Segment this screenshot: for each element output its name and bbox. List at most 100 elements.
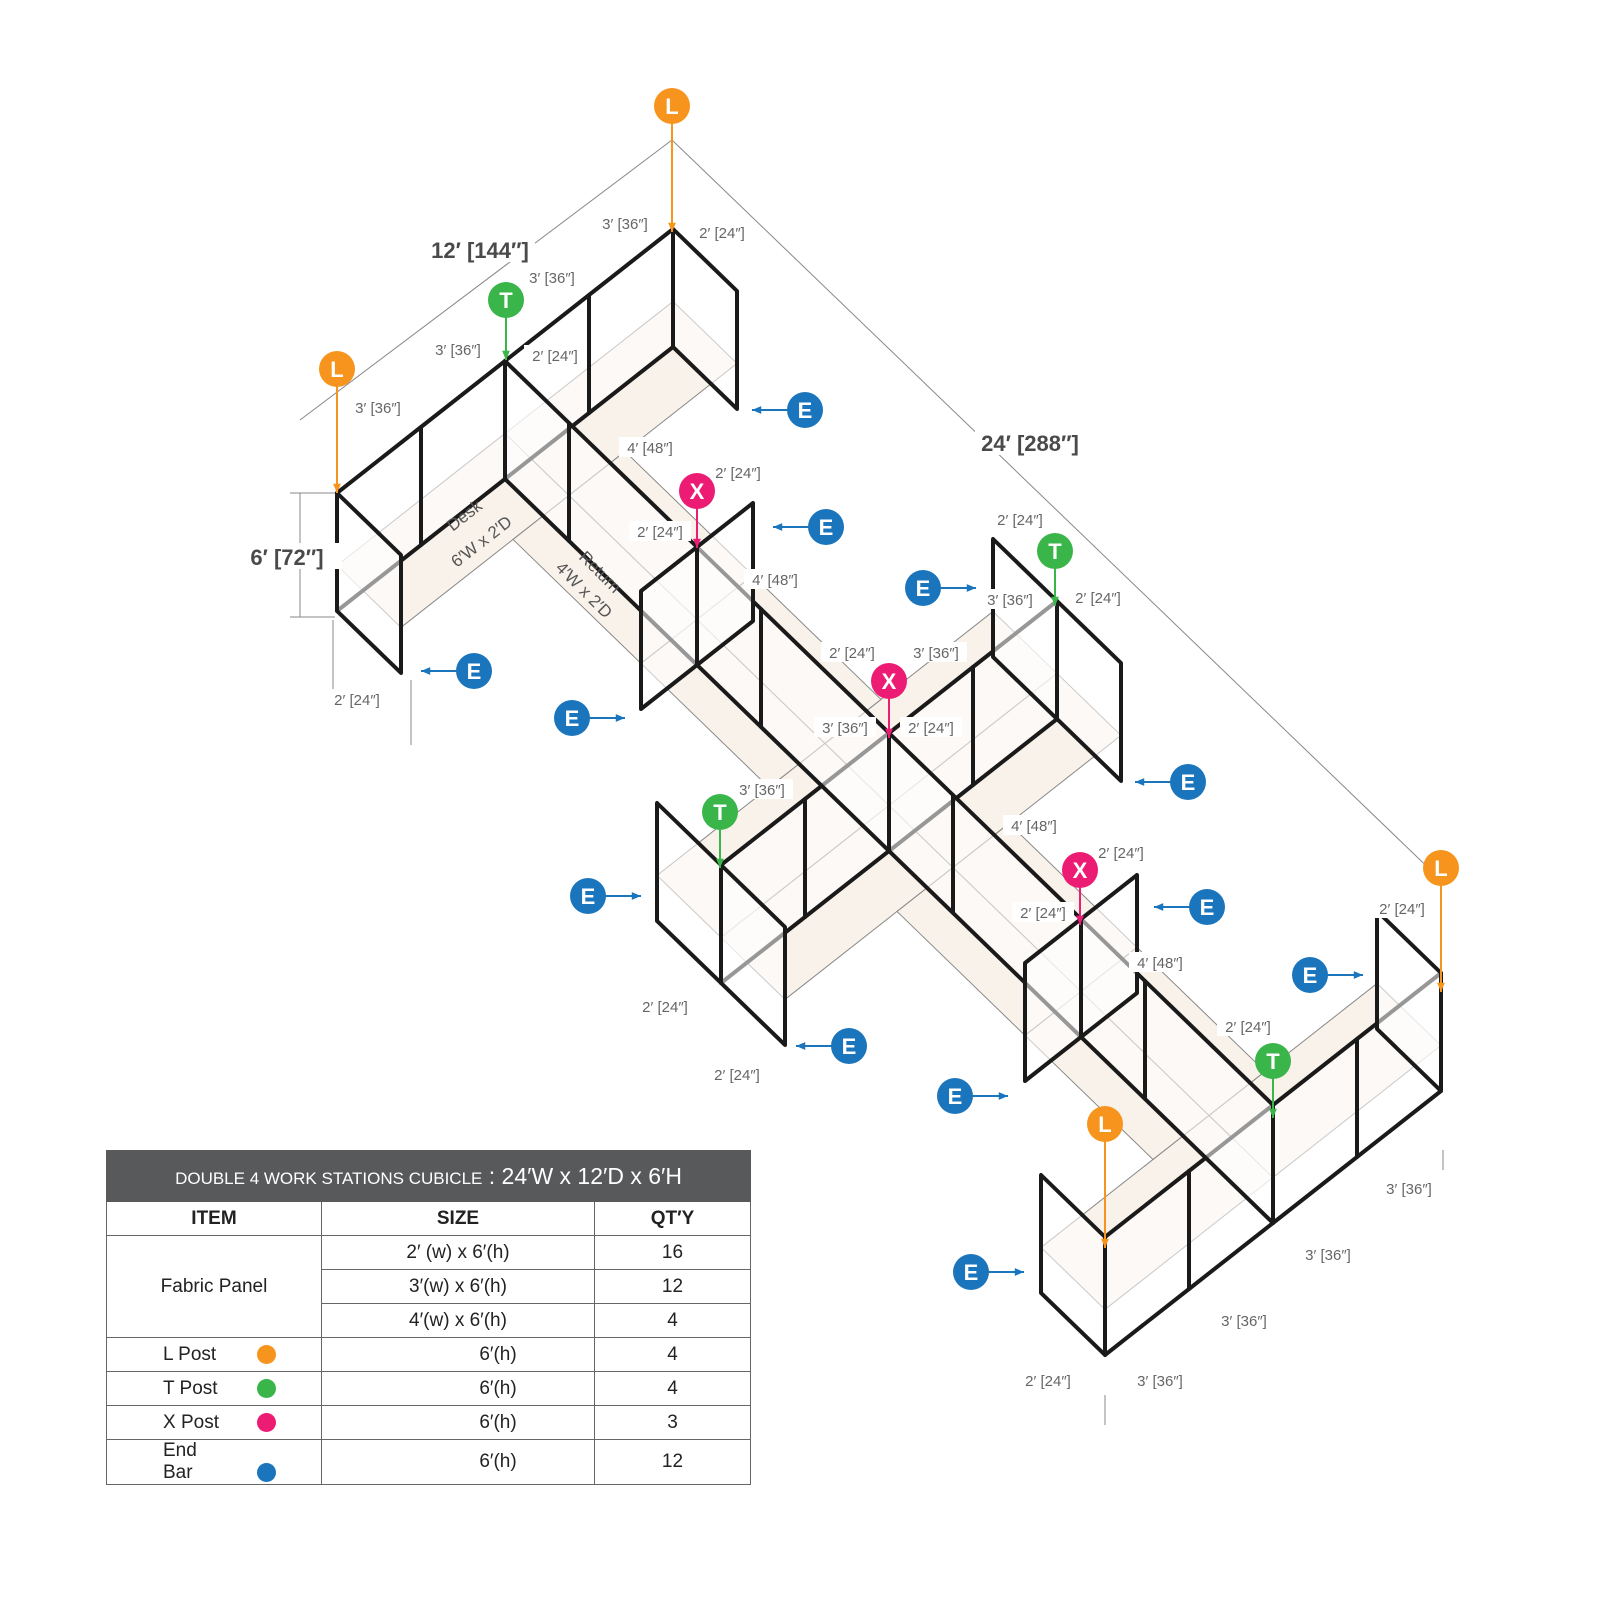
- x-post-letter: X: [1073, 858, 1088, 883]
- dimension-label-bg: [521, 267, 583, 287]
- parts-table: DOUBLE 4 WORK STATIONS CUBICLE : 24′W x …: [106, 1150, 751, 1485]
- dimension-labels: 3′ [36″]2′ [24″]12′ [144″]3′ [36″]3′ [36…: [232, 213, 1440, 1390]
- dimension-label-bg: [989, 509, 1051, 529]
- t-post-marker: T: [702, 794, 738, 868]
- dimension-label-bg: [814, 717, 876, 737]
- end-bar-circle-icon: [787, 392, 823, 428]
- arrow-head-icon: [752, 406, 762, 414]
- end-bar-marker: E: [1292, 957, 1363, 993]
- dimension-label: 4′ [48″]: [752, 572, 798, 589]
- x-post-letter: X: [882, 669, 897, 694]
- dimension-label: 3′ [36″]: [529, 270, 575, 287]
- t-post-marker: T: [1255, 1043, 1291, 1118]
- dimension-label: 2′ [24″]: [1379, 901, 1425, 918]
- dimension-label-bg: [1217, 1016, 1279, 1036]
- arrow-head-icon: [615, 714, 625, 722]
- end-bar-letter: E: [842, 1034, 857, 1059]
- arrow-head-icon: [716, 858, 724, 868]
- arrow-head-icon: [796, 1042, 806, 1050]
- t-post-circle-icon: [488, 282, 524, 318]
- arrow-head-icon: [1437, 982, 1445, 992]
- arrow-head-icon: [693, 538, 701, 548]
- fabric-panel: [695, 501, 755, 667]
- dimension-label: 4′ [48″]: [1011, 818, 1057, 835]
- x-post-letter: X: [690, 479, 705, 504]
- item-cell: T Post: [106, 1371, 322, 1406]
- qty-cell: 4: [594, 1303, 751, 1338]
- l-post-marker: L: [1087, 1106, 1123, 1248]
- dimension-label: 2′ [24″]: [1075, 590, 1121, 607]
- end-bar-dot-icon: [257, 1463, 276, 1483]
- table-row: Fabric Panel 2′ (w) x 6′(h) 16: [106, 1235, 751, 1338]
- end-bar-marker: E: [953, 1254, 1024, 1290]
- dimension-label-bg: [1090, 842, 1152, 862]
- dimension-label-bg: [524, 345, 586, 365]
- t-post-circle-icon: [1255, 1043, 1291, 1079]
- table-title-text: DOUBLE 4 WORK STATIONS CUBICLE: [175, 1168, 483, 1188]
- qty-cell: 12: [594, 1269, 751, 1304]
- dimension-line: [671, 139, 1442, 881]
- dimension-label-bg: [594, 213, 656, 233]
- t-post-letter: T: [1266, 1049, 1280, 1074]
- end-bar-circle-icon: [1189, 889, 1225, 925]
- size-cell: 4′(w) x 6′(h): [321, 1303, 595, 1338]
- end-bar-letter: E: [1181, 770, 1196, 795]
- dimension-label-bg: [1003, 815, 1065, 835]
- arrow-head-icon: [1154, 903, 1164, 911]
- dimension-label: 4′ [48″]: [627, 440, 673, 457]
- end-bar-circle-icon: [554, 700, 590, 736]
- item-cell: Fabric Panel: [106, 1235, 322, 1338]
- l-post-marker: L: [654, 88, 690, 232]
- arrow-head-icon: [1051, 596, 1059, 606]
- arrow-head-icon: [966, 584, 976, 592]
- dimension-label-bg: [975, 429, 1085, 455]
- x-post-marker: X: [871, 663, 907, 738]
- t-post-marker: T: [488, 282, 524, 360]
- item-label: T Post: [163, 1377, 218, 1399]
- arrow-head-icon: [1269, 1108, 1277, 1118]
- l-post-circle-icon: [1087, 1106, 1123, 1142]
- end-bar-letter: E: [565, 706, 580, 731]
- fabric-panel: [655, 801, 723, 985]
- dimension-lines: [290, 139, 1444, 1425]
- t-post-letter: T: [499, 288, 513, 313]
- dimension-label: 2′ [24″]: [829, 645, 875, 662]
- x-post-circle-icon: [1062, 852, 1098, 888]
- dimension-label: 2′ [24″]: [334, 692, 380, 709]
- dimension-label-bg: [619, 437, 681, 457]
- dimension-label: 2′ [24″]: [1020, 905, 1066, 922]
- l-post-letter: L: [1098, 1112, 1111, 1137]
- l-post-marker: L: [319, 351, 355, 493]
- dimension-label: 3′ [36″]: [987, 592, 1033, 609]
- arrow-head-icon: [333, 483, 341, 493]
- dimension-label-bg: [1213, 1310, 1275, 1330]
- end-bar-letter: E: [798, 398, 813, 423]
- dimension-line: [299, 139, 673, 421]
- dimension-label: 2′ [24″]: [637, 524, 683, 541]
- size-cell: 6′(h): [321, 1337, 595, 1372]
- dimension-label: 3′ [36″]: [355, 400, 401, 417]
- end-bar-letter: E: [1303, 963, 1318, 988]
- dimension-label-bg: [900, 717, 962, 737]
- dimension-label-bg: [634, 996, 696, 1016]
- end-bar-circle-icon: [570, 878, 606, 914]
- dimension-label: 4′ [48″]: [1137, 955, 1183, 972]
- end-bar-circle-icon: [1170, 764, 1206, 800]
- t-post-marker: T: [1037, 533, 1073, 606]
- qty-cell: 12: [594, 1439, 751, 1485]
- dimension-label: 2′ [24″]: [714, 1067, 760, 1084]
- dimension-label-bg: [1012, 902, 1074, 922]
- table-title: DOUBLE 4 WORK STATIONS CUBICLE : 24′W x …: [106, 1150, 751, 1202]
- arrow-head-icon: [1076, 915, 1084, 925]
- end-bar-marker: E: [773, 509, 844, 545]
- l-post-dot-icon: [257, 1344, 276, 1364]
- dimension-label: 2′ [24″]: [642, 999, 688, 1016]
- dimension-label: 3′ [36″]: [602, 216, 648, 233]
- end-bar-marker: E: [570, 878, 641, 914]
- fabric-panel: [1143, 979, 1275, 1225]
- dimension-label: 2′ [24″]: [715, 465, 761, 482]
- fabric-panel: [335, 491, 403, 675]
- dimension-label-bg: [232, 543, 342, 569]
- end-bar-circle-icon: [831, 1028, 867, 1064]
